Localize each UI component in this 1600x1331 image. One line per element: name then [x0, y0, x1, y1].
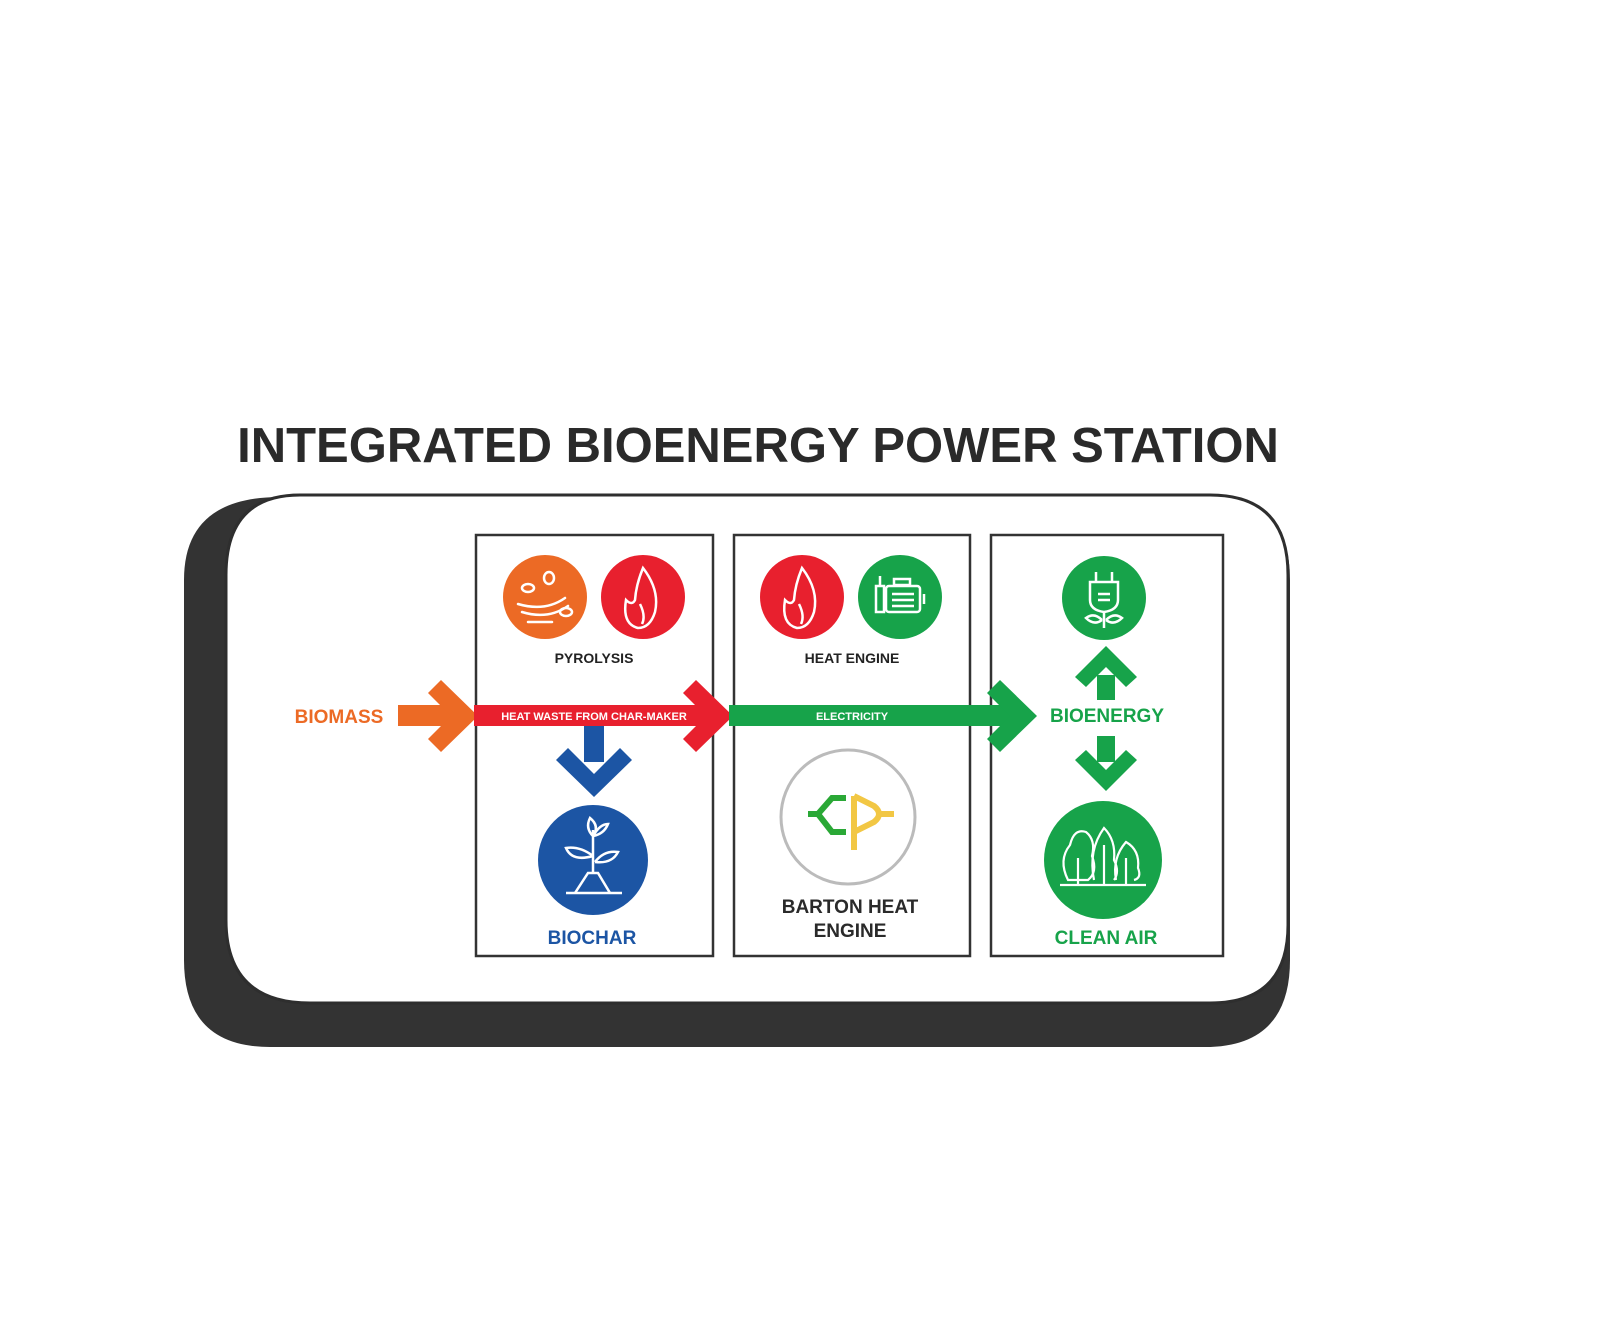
heat-engine-label: HEAT ENGINE [805, 650, 900, 666]
motor-icon [858, 555, 942, 639]
eco-plug-icon [1062, 556, 1146, 640]
bioenergy-label: BIOENERGY [1050, 706, 1164, 727]
biomass-label: BIOMASS [295, 707, 384, 728]
forest-icon [1044, 801, 1162, 919]
electricity-arrow [729, 680, 1037, 752]
barton-label-line2: ENGINE [814, 921, 887, 942]
barton-logo-icon [779, 748, 917, 886]
clean-air-label: CLEAN AIR [1055, 928, 1158, 949]
biochar-arrow [556, 726, 632, 797]
diagram-title: INTEGRATED BIOENERGY POWER STATION [237, 419, 1279, 473]
up-arrow [1075, 646, 1137, 700]
heat-waste-label: HEAT WASTE FROM CHAR-MAKER [501, 711, 687, 723]
flame-icon [601, 555, 685, 639]
sprout-icon [538, 805, 648, 915]
barton-label-line1: BARTON HEAT [782, 897, 919, 918]
down-arrow [1075, 736, 1137, 791]
electricity-label: ELECTRICITY [816, 711, 889, 723]
pyrolysis-label: PYROLYSIS [555, 650, 634, 666]
wind-leaves-icon [503, 555, 587, 639]
heat-waste-arrow [474, 680, 733, 752]
flame-icon [760, 555, 844, 639]
biomass-arrow [398, 680, 478, 752]
biochar-label: BIOCHAR [548, 928, 637, 949]
